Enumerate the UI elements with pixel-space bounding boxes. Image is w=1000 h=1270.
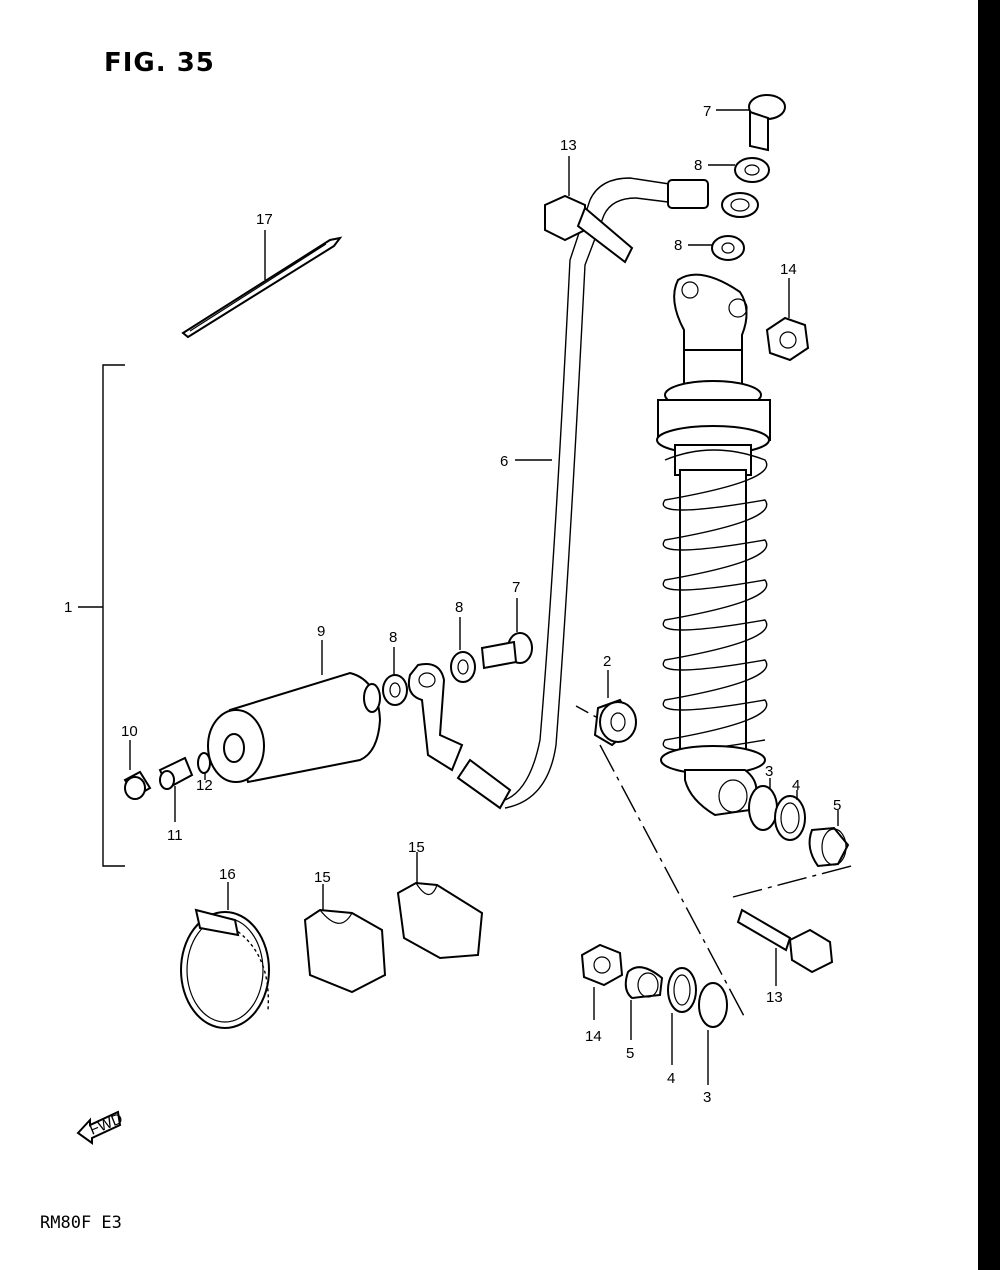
bolt-13-lower [736, 908, 834, 986]
circlip-3-lower [698, 982, 728, 1085]
callout-7-lower: 7 [512, 579, 520, 596]
nut-14-upper [765, 278, 810, 362]
callout-16: 16 [219, 866, 236, 883]
callout-8-lower-b: 8 [389, 629, 397, 646]
bolt-7-upper [716, 94, 786, 152]
edge-glyph-j: J [988, 1007, 996, 1024]
callout-15-right: 15 [408, 839, 425, 856]
cap-10 [123, 740, 152, 800]
valve-11 [158, 756, 194, 822]
washer-8-upper-b [688, 235, 745, 261]
rubber-block-15-left [303, 884, 387, 994]
reservoir-9 [207, 640, 382, 784]
callout-15-left: 15 [314, 869, 331, 886]
assembly-bracket [78, 364, 125, 867]
nut-14-lower [580, 943, 624, 1020]
rear-shock-absorber [656, 273, 771, 817]
bolt-7-lower [480, 598, 533, 670]
o-ring-12 [197, 752, 211, 780]
collar-5-lower [624, 966, 664, 1040]
fwd-arrow-icon: FWD [76, 1110, 125, 1145]
callout-13-lower: 13 [766, 989, 783, 1006]
callout-8-upper-a: 8 [694, 157, 702, 174]
edge-glyphs: S J [986, 907, 996, 1024]
callout-3-lower: 3 [703, 1089, 711, 1106]
callout-labels: 1 2 3 3 4 4 5 5 6 7 7 8 8 8 8 9 10 11 12… [64, 103, 841, 1106]
callout-17: 17 [256, 211, 273, 228]
callout-14-lower: 14 [585, 1028, 602, 1045]
callout-3-right: 3 [765, 763, 773, 780]
callout-11: 11 [167, 827, 183, 844]
fwd-label: FWD [87, 1110, 125, 1139]
hose-clamp-16 [180, 882, 270, 1029]
callout-1: 1 [64, 599, 72, 616]
rubber-block-15-right [396, 852, 484, 960]
cable-tie-17 [181, 230, 343, 339]
callout-8-upper-b: 8 [674, 237, 682, 254]
figure-title: FIG. 35 [104, 48, 215, 78]
callout-5-right: 5 [833, 797, 841, 814]
collar-5-right [808, 810, 850, 868]
callout-8-lower-a: 8 [455, 599, 463, 616]
reservoir-hose-6 [407, 177, 759, 810]
callout-9: 9 [317, 623, 325, 640]
callout-10: 10 [121, 723, 138, 740]
washer-8-upper-a [708, 157, 770, 183]
assembly-centerline [599, 744, 856, 1019]
model-code: RM80F E3 [40, 1213, 122, 1233]
callout-5-lower: 5 [626, 1045, 634, 1062]
callout-4-lower: 4 [667, 1070, 675, 1087]
callout-6: 6 [500, 453, 508, 470]
callout-2: 2 [603, 653, 611, 670]
callout-13-upper: 13 [560, 137, 577, 154]
callout-7-upper: 7 [703, 103, 711, 120]
seal-4-lower [667, 967, 697, 1065]
callout-4-right: 4 [792, 777, 800, 794]
bolt-13-upper [544, 156, 634, 264]
washer-8-lower-b [382, 647, 408, 706]
page-edge-bar [978, 0, 1000, 1270]
washer-8-lower-a [450, 617, 476, 683]
edge-glyph-s: S [986, 907, 996, 924]
seal-4-right [774, 790, 806, 841]
callout-14-upper: 14 [780, 261, 797, 278]
bushing-2 [575, 670, 637, 747]
callout-12: 12 [196, 777, 213, 794]
